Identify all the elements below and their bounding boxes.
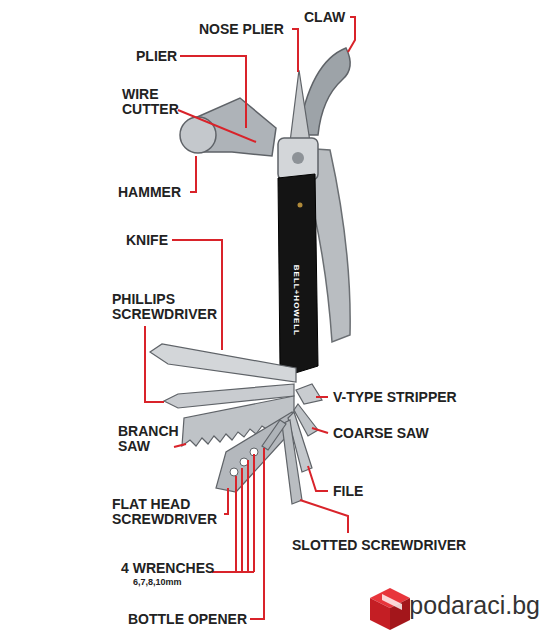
part-label: V-TYPE STRIPPER: [333, 390, 457, 405]
leader-line: [172, 240, 222, 350]
leader-line: [316, 396, 328, 398]
pivot: [292, 152, 304, 164]
leader-line: [145, 326, 164, 402]
watermark: podaraci.bg: [409, 592, 540, 620]
leader-line: [300, 500, 348, 533]
rivet: [298, 203, 303, 208]
nose-plier: [290, 70, 310, 142]
leader-line: [212, 571, 254, 573]
v-stripper: [296, 384, 322, 404]
handle: [278, 174, 318, 374]
part-label: COARSE SAW: [333, 426, 429, 441]
leader-line: [292, 29, 298, 72]
part-label: WIRE CUTTER: [122, 87, 186, 118]
wrench-hole: [240, 458, 248, 466]
leader-line: [241, 468, 243, 572]
leader-line: [174, 444, 186, 447]
logo-icon: [370, 588, 410, 630]
part-label: FLAT HEAD SCREWDRIVER: [112, 497, 224, 528]
leader-line: [348, 17, 355, 52]
leader-line: [253, 454, 255, 572]
slotted-screwdriver: [282, 420, 302, 504]
part-label: PHILLIPS SCREWDRIVER: [112, 292, 224, 323]
brand-mark: BELL+HOWELL: [292, 264, 301, 335]
part-label: 4 WRENCHES: [121, 561, 214, 576]
leader-line: [180, 56, 246, 128]
part-label: NOSE PLIER: [199, 22, 284, 37]
part-label: HAMMER: [118, 185, 181, 200]
wrench-plate: [216, 412, 296, 492]
bottle-opener: [262, 420, 286, 450]
leader-line: [250, 448, 264, 619]
leader-line: [312, 428, 328, 433]
part-label: KNIFE: [126, 233, 168, 248]
part-label: BRANCH SAW: [118, 424, 182, 455]
leader-line: [178, 110, 256, 142]
part-label: FILE: [333, 484, 363, 499]
part-label: CLAW: [304, 10, 345, 25]
pivot-plate: [278, 138, 318, 180]
leader-line: [190, 156, 196, 192]
part-label: 6,7,8,10mm: [133, 578, 182, 588]
part-label: SLOTTED SCREWDRIVER: [292, 538, 466, 553]
leader-line: [224, 488, 228, 514]
wrench-hole: [230, 468, 238, 476]
leader-line: [308, 466, 328, 491]
part-label: BOTTLE OPENER: [128, 612, 247, 627]
part-label: PLIER: [136, 49, 177, 64]
leader-line: [235, 476, 237, 572]
leader-line: [247, 460, 249, 572]
